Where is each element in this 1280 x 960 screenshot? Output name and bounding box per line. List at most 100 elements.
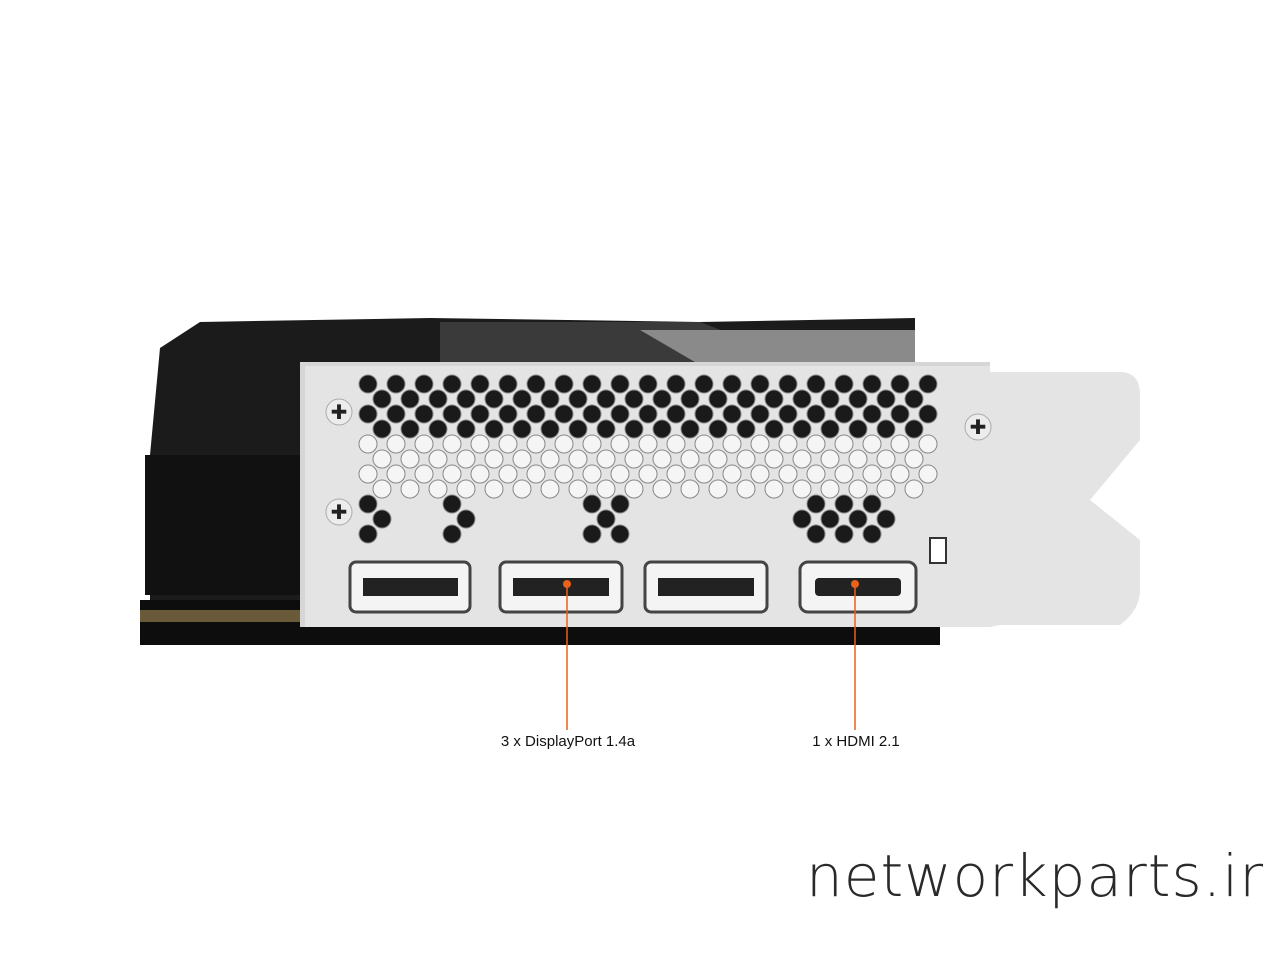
vent-hole xyxy=(442,494,462,514)
vent-hole xyxy=(918,404,938,424)
vent-hole xyxy=(400,449,420,469)
vent-hole xyxy=(414,374,434,394)
vent-hole xyxy=(778,404,798,424)
vent-hole xyxy=(680,389,700,409)
vent-hole xyxy=(372,509,392,529)
vent-hole xyxy=(498,464,518,484)
vent-hole xyxy=(820,509,840,529)
vent-hole xyxy=(652,449,672,469)
vent-hole xyxy=(498,434,518,454)
vent-hole xyxy=(512,389,532,409)
vent-hole xyxy=(568,389,588,409)
vent-hole xyxy=(358,434,378,454)
vent-hole xyxy=(526,404,546,424)
vent-hole xyxy=(484,479,504,499)
vent-hole xyxy=(582,404,602,424)
vent-hole xyxy=(386,374,406,394)
vent-hole xyxy=(806,524,826,544)
vent-hole xyxy=(876,419,896,439)
vent-hole xyxy=(582,524,602,544)
displayport-label: 3 x DisplayPort 1.4a xyxy=(500,733,636,750)
vent-holes xyxy=(358,374,938,544)
callout-displayport xyxy=(563,580,571,730)
vent-hole xyxy=(708,389,728,409)
hdmi-port xyxy=(798,560,918,614)
vent-hole xyxy=(428,419,448,439)
vent-hole xyxy=(428,389,448,409)
vent-hole xyxy=(862,434,882,454)
vent-hole xyxy=(736,389,756,409)
vent-hole xyxy=(386,464,406,484)
vent-hole xyxy=(764,419,784,439)
vent-hole xyxy=(904,479,924,499)
vent-hole xyxy=(918,464,938,484)
vent-hole xyxy=(792,419,812,439)
vent-hole xyxy=(484,449,504,469)
vent-hole xyxy=(596,419,616,439)
vent-hole xyxy=(778,374,798,394)
vent-hole xyxy=(834,434,854,454)
vent-hole xyxy=(722,464,742,484)
screw-icon: ✚ xyxy=(970,417,987,439)
vent-hole xyxy=(680,449,700,469)
vent-hole xyxy=(358,404,378,424)
vent-hole xyxy=(610,434,630,454)
vent-hole xyxy=(806,374,826,394)
vent-hole xyxy=(862,494,882,514)
vent-hole xyxy=(694,404,714,424)
vent-hole xyxy=(498,404,518,424)
vent-hole xyxy=(442,404,462,424)
vent-hole xyxy=(358,494,378,514)
vent-hole xyxy=(652,479,672,499)
vent-hole xyxy=(512,419,532,439)
vent-hole xyxy=(554,374,574,394)
vent-hole xyxy=(442,464,462,484)
vent-hole xyxy=(820,449,840,469)
vent-hole xyxy=(750,404,770,424)
vent-hole xyxy=(512,449,532,469)
vent-hole xyxy=(638,434,658,454)
vent-hole xyxy=(890,404,910,424)
vent-hole xyxy=(820,419,840,439)
vent-hole xyxy=(694,374,714,394)
vent-hole xyxy=(876,389,896,409)
vent-hole xyxy=(372,419,392,439)
vent-hole xyxy=(862,404,882,424)
vent-hole xyxy=(456,449,476,469)
vent-hole xyxy=(778,434,798,454)
vent-hole xyxy=(848,449,868,469)
vent-hole xyxy=(498,374,518,394)
screw-icon: ✚ xyxy=(331,402,348,424)
vent-hole xyxy=(470,464,490,484)
vent-hole xyxy=(862,374,882,394)
vent-hole xyxy=(862,524,882,544)
vent-hole xyxy=(596,509,616,529)
vent-hole xyxy=(610,404,630,424)
vent-hole xyxy=(904,449,924,469)
vent-hole xyxy=(540,389,560,409)
vent-hole xyxy=(666,464,686,484)
vent-hole xyxy=(582,494,602,514)
vent-hole xyxy=(764,479,784,499)
callout-hdmi xyxy=(851,580,859,730)
vent-hole xyxy=(918,434,938,454)
vent-hole xyxy=(680,479,700,499)
watermark-logo: networkparts.ir xyxy=(806,842,1265,910)
vent-hole xyxy=(862,464,882,484)
vent-hole xyxy=(484,419,504,439)
vent-hole xyxy=(806,464,826,484)
vent-hole xyxy=(456,419,476,439)
vent-hole xyxy=(358,464,378,484)
vent-hole xyxy=(568,479,588,499)
vent-hole xyxy=(358,524,378,544)
vent-hole xyxy=(582,464,602,484)
vent-hole xyxy=(666,434,686,454)
vent-hole xyxy=(568,449,588,469)
displayport-1 xyxy=(348,560,472,614)
vent-hole xyxy=(442,434,462,454)
vent-hole xyxy=(904,419,924,439)
vent-hole xyxy=(876,479,896,499)
vent-hole xyxy=(456,389,476,409)
vent-hole xyxy=(792,479,812,499)
